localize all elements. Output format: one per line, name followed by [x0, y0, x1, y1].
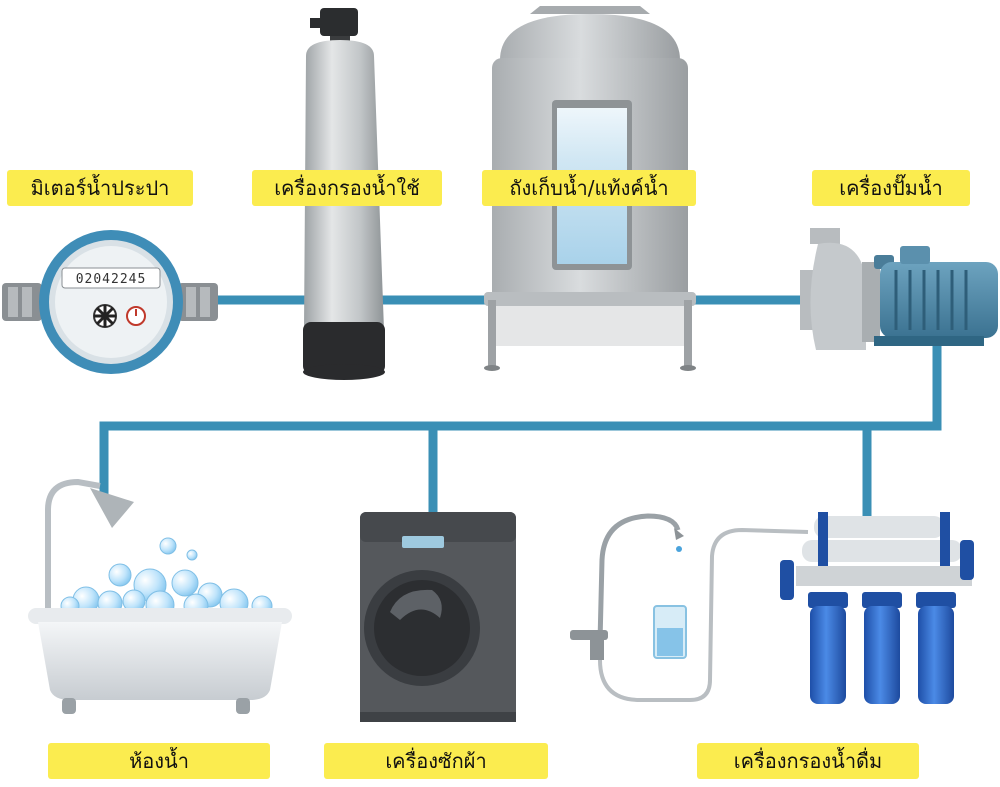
drinking-filter-label: เครื่องกรองน้ำดื่ม: [697, 743, 919, 779]
meter-reading: 02042245: [76, 272, 147, 287]
washing-machine-graphic: [360, 512, 516, 722]
storage-tank-label: ถังเก็บน้ำ/แท้งค์น้ำ: [482, 170, 696, 206]
storage-tank-graphic: [484, 6, 696, 371]
water-pump-label: เครื่องปั๊มน้ำ: [812, 170, 970, 206]
washing-machine-label: เครื่องซักผ้า: [324, 743, 548, 779]
water-meter-label: มิเตอร์น้ำประปา: [7, 170, 193, 206]
ro-filter-graphic: [780, 512, 974, 704]
faucet-graphic: [570, 513, 809, 702]
water-filter-label: เครื่องกรองน้ำใช้: [252, 170, 442, 206]
water-pump-graphic: [800, 228, 998, 350]
water-meter-graphic: 02042245: [2, 230, 218, 374]
pipe-network: [99, 295, 942, 517]
bathroom-label: ห้องน้ำ: [48, 743, 270, 779]
bathtub-graphic: [28, 478, 292, 714]
